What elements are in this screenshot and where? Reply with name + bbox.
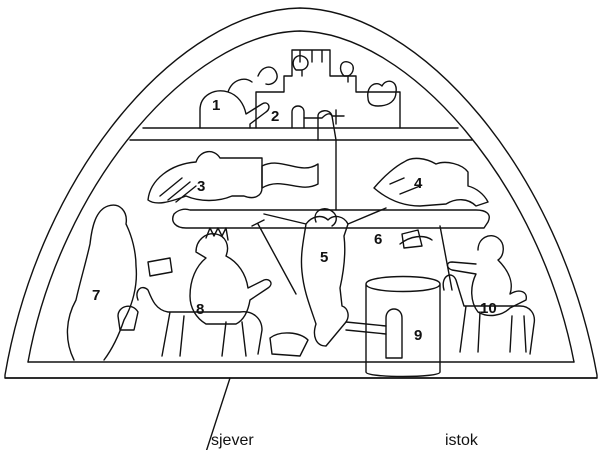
christ-5-outline xyxy=(263,207,387,347)
angel-3-wings xyxy=(147,151,263,204)
figure-number-10: 10 xyxy=(480,300,497,317)
caption-east: istok xyxy=(445,432,479,449)
figure-number-7: 7 xyxy=(92,287,100,304)
decorative-shapes xyxy=(117,229,423,357)
outer-arch xyxy=(4,7,598,379)
figure-number-9: 9 xyxy=(414,327,422,344)
figure-number-1: 1 xyxy=(212,97,220,114)
figure-7-outline xyxy=(66,204,138,361)
figure-8-horse xyxy=(136,286,263,357)
angel-4 xyxy=(373,157,489,207)
rock-right xyxy=(367,80,397,107)
figure-9-window xyxy=(385,308,403,359)
figure-number-5: 5 xyxy=(320,249,328,266)
castle-door xyxy=(291,105,305,129)
figure-1-outline xyxy=(199,66,278,129)
figure-10-horse xyxy=(442,274,536,355)
figure-8-crown xyxy=(205,227,229,241)
cross-beam xyxy=(172,208,490,229)
caption-north: sjever xyxy=(211,432,254,449)
caption-leader-line xyxy=(205,377,231,450)
figure-10-rider xyxy=(446,234,527,317)
cross-post xyxy=(317,110,337,211)
figure-number-2: 2 xyxy=(271,108,279,125)
christ-halo xyxy=(314,208,337,227)
figure-number-6: 6 xyxy=(374,231,382,248)
figure-9-stake xyxy=(345,321,387,335)
trees xyxy=(292,55,354,83)
banner-3 xyxy=(261,162,319,189)
figure-8-rider xyxy=(189,233,272,325)
figure-9-tower xyxy=(365,275,441,378)
figure-number-8: 8 xyxy=(196,301,204,318)
spear-left xyxy=(251,219,297,295)
inner-arch xyxy=(27,30,575,363)
figure-number-4: 4 xyxy=(414,175,423,192)
upper-register-band xyxy=(129,127,473,141)
figure-2-hand-cross xyxy=(303,109,345,125)
figure-number-3: 3 xyxy=(197,178,205,195)
